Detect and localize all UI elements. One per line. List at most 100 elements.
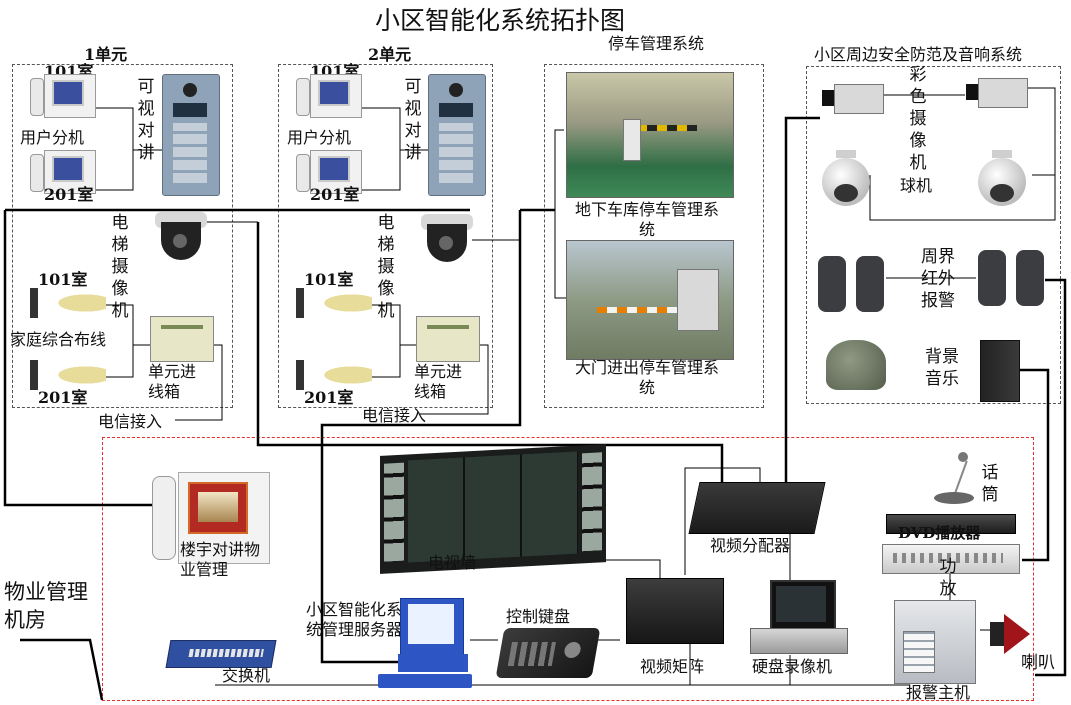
infrared-sensor-icon: [978, 250, 1006, 306]
dvr-monitor-icon: [770, 580, 836, 632]
microphone-label: 话筒: [981, 463, 999, 505]
parking-box: [544, 64, 764, 408]
handset-screen-icon: [318, 80, 350, 106]
alarm-keypad-icon: [903, 631, 935, 673]
network-cable-icon: [30, 360, 106, 390]
intercom-display: [173, 103, 207, 117]
control-room-box: [102, 437, 1034, 701]
microphone-icon: [930, 452, 990, 508]
dvr-label: 硬盘录像机: [752, 657, 833, 676]
handset-screen-icon: [318, 156, 350, 182]
unit2-user-unit: 用户分机: [287, 128, 352, 147]
network-cable-icon: [296, 288, 372, 318]
intercom-camera-icon: [449, 83, 463, 97]
dome-camera-icon: [421, 214, 473, 266]
unit1-wiring-room-101: 101室: [38, 270, 88, 289]
speed-dome-icon: [818, 150, 874, 210]
unit2-elevator-cam-label: 电梯摄像机: [377, 213, 395, 321]
box-camera-icon: [966, 74, 1028, 108]
indoor-handset-201: [30, 150, 96, 194]
outdoor-intercom-panel-2: [428, 74, 486, 196]
unit2-box-label: 单元进线箱: [414, 362, 463, 401]
page-title: 小区智能化系统拓扑图: [375, 6, 626, 35]
unit1-wiring-room-201: 201室: [38, 388, 88, 407]
indoor-handset-101: [30, 74, 96, 118]
unit2-wiring-room-101: 101室: [304, 270, 354, 289]
unit1-home-wiring: 家庭综合布线: [10, 330, 107, 349]
server-label: 小区智能化系统管理服务器: [306, 600, 403, 639]
dvr-device: [750, 628, 848, 654]
perimeter-box: [806, 66, 1061, 404]
unit1-user-unit: 用户分机: [20, 128, 85, 147]
handset-screen-icon: [52, 156, 84, 182]
unit2-room-201: 201室: [310, 185, 360, 204]
infrared-label: 周界红外报警: [921, 247, 955, 311]
indoor-handset-101: [296, 74, 362, 118]
handset-screen-icon: [52, 80, 84, 106]
unit2-intercom-label: 可视对讲: [404, 77, 422, 163]
keyboard-label: 控制键盘: [506, 607, 571, 626]
intercom-keypad-icon: [439, 123, 473, 183]
unit1-elevator-cam-label: 电梯摄像机: [111, 213, 129, 321]
unit2-box: [278, 64, 493, 408]
music-label: 背景音乐: [925, 347, 959, 389]
unit2-telecom: 电信接入: [362, 406, 427, 425]
network-switch-device: [165, 640, 277, 668]
intercom-keypad-icon: [173, 123, 207, 183]
unit1-intercom-label: 可视对讲: [137, 77, 155, 163]
unit2-wiring-room-201: 201室: [304, 388, 354, 407]
unit1-box: [12, 64, 233, 408]
video-matrix-device: [626, 578, 724, 644]
unit1-box-label-1: 单元进线箱: [148, 362, 197, 401]
network-cable-icon: [296, 360, 372, 390]
handset-icon: [152, 476, 176, 560]
tv-wall-label: 电视墙: [428, 553, 477, 572]
dvd-player-device: [886, 514, 1016, 534]
box-camera-icon: [822, 80, 884, 114]
unit1-room-201: 201室: [44, 185, 94, 204]
intercom-camera-icon: [183, 83, 197, 97]
control-room-label: 物业管理机房: [4, 580, 88, 632]
unit2-header: 2单元: [368, 45, 412, 64]
control-keyboard-icon: [495, 628, 601, 678]
alarm-horn-icon: [990, 614, 1030, 654]
server-computer-icon: [378, 598, 474, 690]
infrared-sensor-icon: [1016, 250, 1044, 306]
infrared-sensor-icon: [818, 256, 846, 312]
loudspeaker-icon: [980, 340, 1020, 402]
unit1-telecom: 电信接入: [98, 412, 163, 431]
outdoor-intercom-panel-1: [162, 74, 220, 196]
unit-distribution-box-1: [150, 316, 214, 362]
indoor-handset-201: [296, 150, 362, 194]
station-screen-icon: [188, 482, 248, 534]
garden-speaker-icon: [826, 340, 886, 390]
barrier-gate-icon: [637, 125, 697, 131]
tv-wall: [380, 444, 606, 574]
gate-parking-label: 大门进出停车管理系统: [574, 358, 719, 397]
gate-parking-photo: [566, 240, 734, 360]
video-splitter-device: [688, 482, 826, 534]
unit-distribution-box-2: [416, 316, 480, 362]
color-camera-label: 彩色摄像机: [909, 65, 927, 173]
guard-booth-icon: [677, 269, 719, 331]
dome-camera-icon: [155, 212, 207, 264]
matrix-label: 视频矩阵: [640, 657, 705, 676]
intercom-display: [439, 103, 473, 117]
dvd-label: DVD播放器: [898, 524, 981, 542]
speed-dome-icon: [974, 150, 1030, 210]
amplifier-device: [882, 544, 1020, 574]
infrared-sensor-icon: [856, 256, 884, 312]
network-cable-icon: [30, 288, 106, 318]
amplifier-label: 功放: [939, 557, 957, 599]
speaker-label: 喇叭: [1021, 653, 1055, 673]
alarm-host-device: [894, 600, 976, 684]
underground-parking-label: 地下车库停车管理系统: [574, 200, 719, 239]
video-splitter-label: 视频分配器: [710, 536, 791, 555]
dome-label: 球机: [900, 176, 933, 195]
alarm-host-label: 报警主机: [906, 683, 971, 702]
parking-header: 停车管理系统: [607, 34, 704, 53]
perimeter-header: 小区周边安全防范及音响系统: [814, 45, 1023, 64]
joystick-icon: [563, 642, 582, 658]
underground-parking-photo: [566, 72, 734, 198]
intercom-mgmt-label: 楼宇对讲物业管理: [180, 540, 261, 579]
